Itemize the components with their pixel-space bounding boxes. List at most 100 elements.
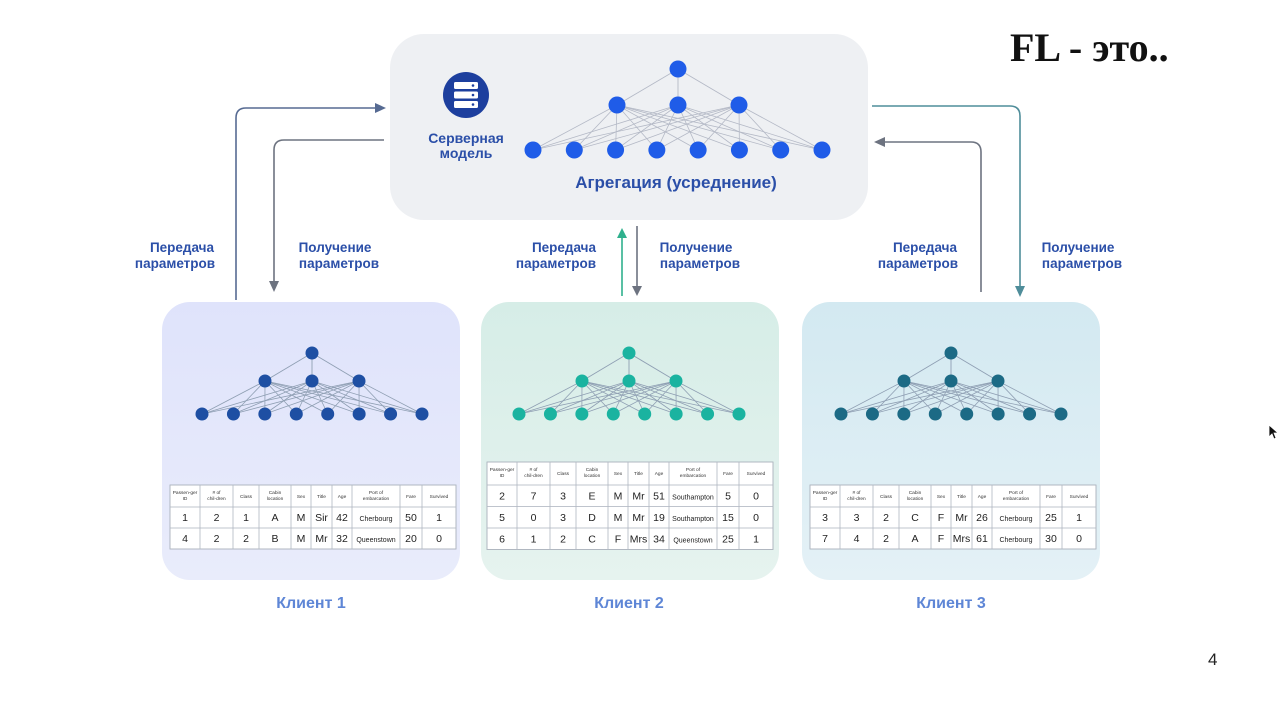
table-cell-border — [738, 527, 774, 550]
network-edge — [997, 380, 1030, 415]
network-edge — [677, 104, 781, 151]
network-edge — [656, 104, 740, 151]
network-node — [991, 407, 1005, 421]
table-cell: Sir — [315, 512, 328, 524]
client-networks — [195, 346, 1068, 421]
table-cell: C — [588, 533, 596, 545]
table-cell: 2 — [214, 512, 220, 524]
receive-label-1-line1: Получение — [299, 240, 372, 255]
arrowhead-receive-client3 — [1015, 286, 1025, 297]
network-node — [384, 407, 398, 421]
network-edge — [581, 352, 630, 382]
network-edge — [264, 352, 313, 382]
network-node — [944, 346, 958, 360]
receive-label-3-line2: параметров — [1042, 256, 1122, 271]
table-cell: M — [297, 533, 306, 545]
table-cell: A — [271, 512, 278, 524]
table-cell: 0 — [753, 490, 759, 502]
network-edge — [677, 104, 740, 151]
table-cell: Queenstown — [673, 537, 712, 544]
table-cell: 2 — [499, 490, 505, 502]
table-header: Survived — [747, 471, 766, 477]
table-cell: 2 — [560, 533, 566, 545]
table-header: Sex — [937, 494, 946, 500]
network-edge — [296, 380, 360, 415]
server-network-graph — [524, 60, 831, 159]
table-cell: 50 — [405, 512, 417, 524]
table-header: Age — [978, 494, 987, 500]
network-node — [960, 407, 974, 421]
network-node — [258, 407, 272, 421]
network-node — [730, 141, 748, 159]
table-cell: 34 — [653, 533, 665, 545]
network-node — [305, 374, 319, 388]
network-edge — [574, 104, 679, 151]
network-node — [352, 407, 366, 421]
table-background — [809, 484, 1097, 550]
network-node — [1023, 407, 1037, 421]
table-cell: Cherbourg — [999, 537, 1032, 544]
table-cell: 42 — [336, 512, 348, 524]
server-label-line2: модель — [440, 145, 493, 161]
arrowhead-receive-client2 — [632, 286, 642, 296]
table-cell: F — [938, 512, 944, 524]
table-cell: 4 — [182, 533, 188, 545]
network-node — [1054, 407, 1068, 421]
network-edge — [550, 380, 630, 415]
network-node — [321, 407, 335, 421]
page-number: 4 — [1208, 650, 1218, 669]
table-header: Survived — [1070, 494, 1089, 500]
table-cell: 51 — [653, 490, 665, 502]
table-cell: 1 — [753, 533, 759, 545]
network-edge — [966, 380, 999, 415]
network-edge — [872, 380, 905, 415]
table-cell: Mrs — [953, 533, 971, 545]
table-cell: D — [588, 512, 596, 524]
network-edge — [518, 380, 583, 415]
table-cell: 0 — [753, 512, 759, 524]
network-node — [607, 141, 625, 159]
network-node — [226, 407, 240, 421]
table-cell: 5 — [725, 490, 731, 502]
table-cell: 7 — [531, 490, 537, 502]
network-edge — [840, 380, 999, 415]
table-cell: Queenstown — [356, 537, 395, 544]
table-cell: B — [271, 533, 278, 545]
network-edge — [574, 104, 740, 151]
network-node — [512, 407, 526, 421]
client-1-label: Клиент 1 — [276, 595, 346, 612]
network-edge — [201, 380, 313, 415]
table-background — [486, 461, 774, 550]
network-edge — [201, 380, 360, 415]
network-node — [991, 374, 1005, 388]
aggregation-label: Агрегация (усреднение) — [575, 173, 777, 192]
server-panel — [390, 34, 868, 220]
table-cell: 2 — [883, 512, 889, 524]
network-node — [669, 96, 687, 114]
table-header: Title — [957, 494, 966, 500]
network-edge — [903, 380, 952, 415]
table-cell: 7 — [822, 533, 828, 545]
table-cell: Mr — [315, 533, 328, 545]
arrowhead-receive-client1 — [269, 281, 279, 292]
network-node — [575, 374, 589, 388]
network-edge — [997, 380, 1062, 415]
table-cell: 4 — [854, 533, 860, 545]
receive-label-2-line1: Получение — [660, 240, 733, 255]
network-edge — [950, 380, 1062, 415]
network-node — [928, 407, 942, 421]
arrowhead-send-client1 — [375, 103, 386, 113]
network-node — [865, 407, 879, 421]
table-cell: C — [911, 512, 919, 524]
table-cell: Southampton — [672, 516, 714, 523]
table-header: Title — [317, 494, 326, 500]
network-edge — [616, 104, 781, 151]
send-label-3-line1: Передача — [893, 240, 958, 255]
network-edge — [358, 380, 423, 415]
